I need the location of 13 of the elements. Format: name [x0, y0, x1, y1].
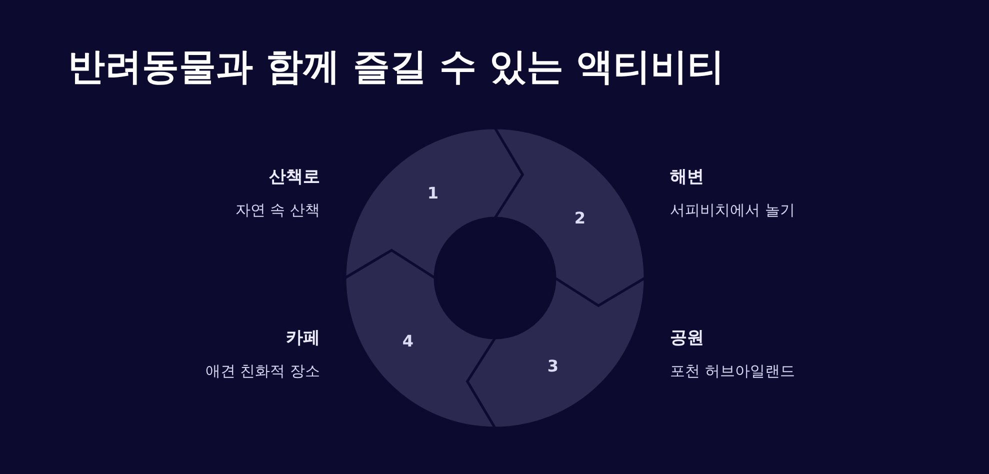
title: 반려동물과 함께 즐길 수 있는 액티비티 — [68, 44, 724, 90]
activity-heading: 카페 — [286, 327, 320, 349]
step-number: 2 — [574, 208, 586, 228]
activity-description: 포천 허브아일랜드 — [670, 362, 795, 381]
activity-heading: 공원 — [670, 327, 704, 349]
activity-heading: 산책로 — [269, 166, 320, 188]
step-number: 1 — [427, 184, 439, 202]
step-number: 4 — [402, 332, 414, 350]
activity-description: 서피비치에서 놀기 — [670, 201, 795, 220]
activity-heading: 해변 — [670, 166, 704, 188]
step-number: 3 — [547, 356, 559, 376]
activity-description: 자연 속 산책 — [235, 201, 320, 220]
activity-description: 애견 친화적 장소 — [205, 362, 320, 381]
